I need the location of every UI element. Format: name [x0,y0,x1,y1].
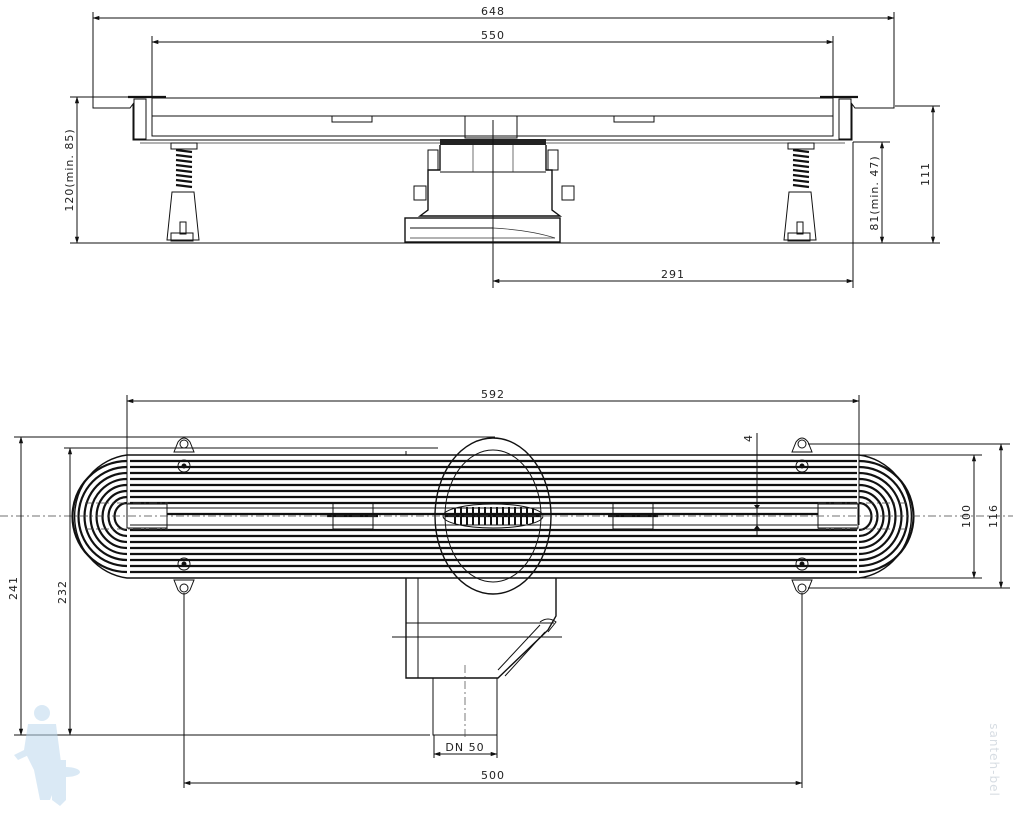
dim-label-550: 550 [481,29,505,42]
leveling-leg-right [783,142,817,242]
dim-label-291: 291 [661,268,685,281]
dim-label-232: 232 [56,580,69,604]
dim-label-592: 592 [481,388,505,401]
dim-label-241: 241 [7,576,20,600]
mounting-bracket-br [791,557,813,595]
dim-label-648: 648 [481,5,505,18]
dim-label-4: 4 [742,434,755,442]
mounting-bracket-tr [791,437,813,473]
grate-cover [151,97,834,117]
dim-bracket-width: 116 [808,443,1010,589]
side-view: 648 550 [63,5,940,288]
watermark-text: santeh-bel [987,723,1001,797]
dim-label-100: 100 [960,504,973,528]
dim-label-500: 500 [481,769,505,782]
mounting-bracket-bl [173,557,195,595]
dim-outlet-depth: 232 [56,447,438,736]
watermark-mascot-icon [14,705,80,806]
dim-bracket-spacing: 500 [183,593,803,788]
leveling-leg-left [166,142,200,242]
dim-label-120: 120(min. 85) [63,128,76,211]
dim-grate-width: 550 [151,29,834,98]
drain-outlet-side [404,139,575,243]
dim-grate-gap: 4 [742,433,760,535]
outlet-body-top [392,451,562,740]
dim-total-height: 120(min. 85) [63,96,130,244]
dim-overall-width: 648 [92,5,895,108]
dim-outlet-offset: 291 [492,142,854,288]
top-view: 592 [0,388,1013,788]
dim-outlet-diameter: DN 50 [433,735,498,758]
dim-channel-width: 100 [860,454,982,579]
dim-label-111: 111 [919,162,932,186]
dim-label-116: 116 [987,504,1000,528]
dim-leg-height: 81(min. 47) [853,141,890,244]
dim-frame-height: 111 [895,105,940,244]
dim-label-81: 81(min. 47) [868,155,881,230]
dim-total-depth: 241 [7,436,495,736]
channel-grate [71,454,915,579]
dim-label-dn50: DN 50 [445,741,484,754]
